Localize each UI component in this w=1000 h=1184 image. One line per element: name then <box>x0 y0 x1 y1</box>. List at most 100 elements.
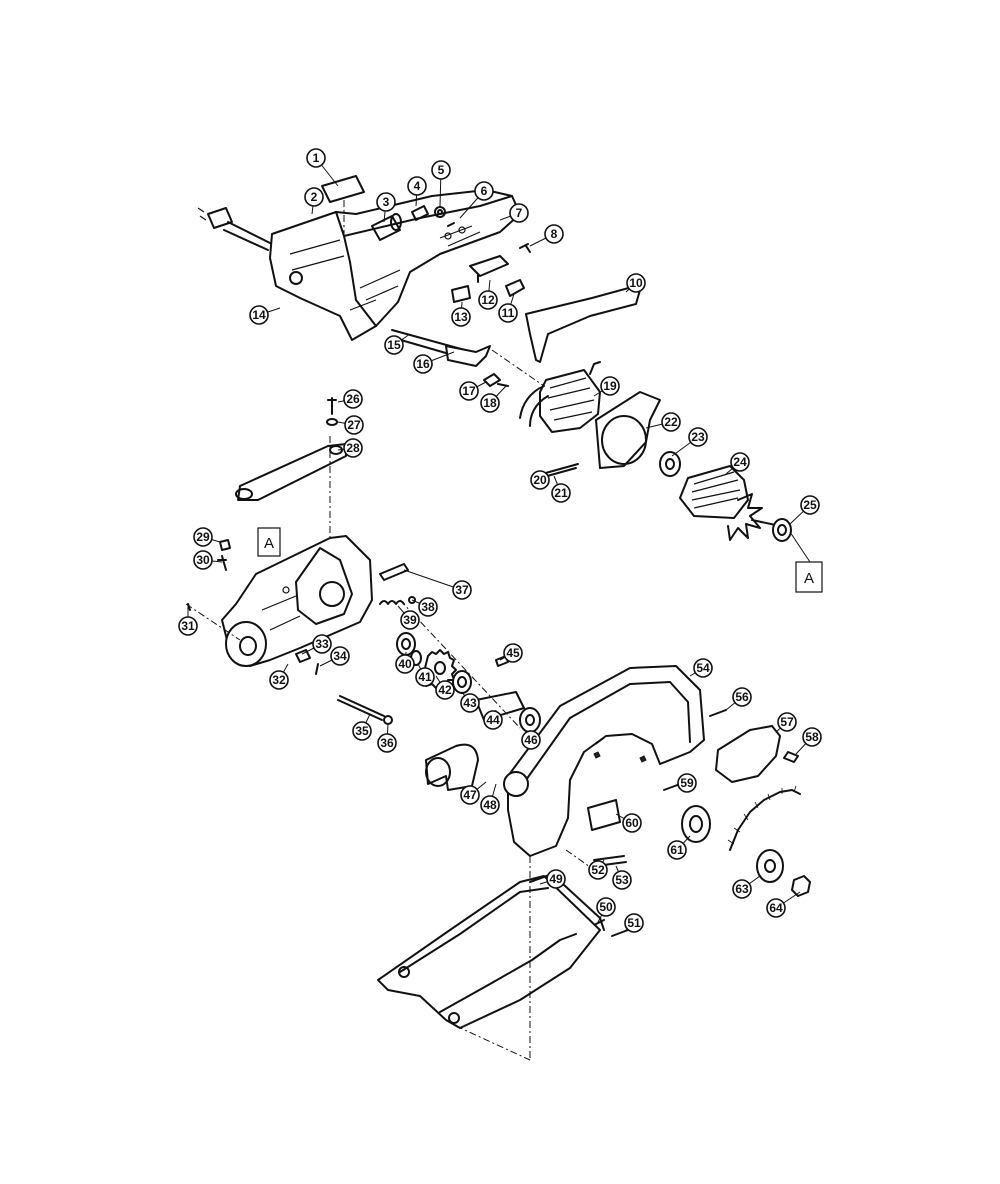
callout-number: 30 <box>196 553 210 567</box>
callout-circle <box>503 643 523 663</box>
callout-31: 31 <box>178 616 198 636</box>
callout-number: 18 <box>483 396 497 410</box>
callout-circle <box>344 415 364 435</box>
callout-21: 21 <box>551 483 571 503</box>
callout-number: 22 <box>664 415 678 429</box>
callout-58: 58 <box>802 727 822 747</box>
callout-4: 4 <box>407 176 427 196</box>
callout-number: 50 <box>599 900 613 914</box>
callout-circle <box>802 727 822 747</box>
callout-circle <box>304 187 324 207</box>
callout-37: 37 <box>452 580 472 600</box>
callout-circle <box>688 427 708 447</box>
callout-circle <box>544 224 564 244</box>
callout-number: 48 <box>483 798 497 812</box>
trigger-switch-parts <box>451 243 531 303</box>
callout-circle <box>178 616 198 636</box>
callout-22: 22 <box>661 412 681 432</box>
callout-number: 38 <box>421 600 435 614</box>
callout-circle <box>460 693 480 713</box>
callout-23: 23 <box>688 427 708 447</box>
callout-number: 39 <box>403 613 417 627</box>
callout-circle <box>435 680 455 700</box>
callout-12: 12 <box>478 290 498 310</box>
callout-circle <box>431 160 451 180</box>
callout-number: 52 <box>591 863 605 877</box>
gear-housing-arm <box>221 535 373 667</box>
saw-blade <box>727 785 801 851</box>
callout-circle <box>269 670 289 690</box>
callout-number: 33 <box>315 637 329 651</box>
fan-baffle <box>595 391 661 469</box>
callout-circle <box>460 785 480 805</box>
callout-number: 43 <box>463 696 477 710</box>
callout-35: 35 <box>352 721 372 741</box>
callout-circle <box>777 712 797 732</box>
callout-number: 3 <box>383 195 390 209</box>
callout-number: 42 <box>438 683 452 697</box>
callout-number: 60 <box>625 816 639 830</box>
callout-circle <box>415 667 435 687</box>
handle-grip <box>391 329 491 367</box>
callout-42: 42 <box>435 680 455 700</box>
handle-housing <box>269 189 521 341</box>
callout-circle <box>483 710 503 730</box>
callout-circle <box>478 290 498 310</box>
callout-47: 47 <box>460 785 480 805</box>
callout-circle <box>480 393 500 413</box>
callout-circle <box>521 730 541 750</box>
callout-48: 48 <box>480 795 500 815</box>
callout-circle <box>459 381 479 401</box>
callout-number: 34 <box>333 649 347 663</box>
callout-3: 3 <box>376 192 396 212</box>
callout-number: 19 <box>603 379 617 393</box>
callout-circle <box>588 860 608 880</box>
callout-number: 5 <box>438 163 445 177</box>
callout-number: 23 <box>691 430 705 444</box>
field-stator <box>519 361 601 433</box>
callout-41: 41 <box>415 667 435 687</box>
callout-6: 6 <box>474 181 494 201</box>
callout-number: 37 <box>455 583 469 597</box>
callout-56: 56 <box>732 687 752 707</box>
reference-marker-label: A <box>264 535 274 552</box>
callout-circle <box>400 610 420 630</box>
callout-number: 63 <box>735 882 749 896</box>
callout-60: 60 <box>622 813 642 833</box>
callout-circle <box>509 203 529 223</box>
callout-8: 8 <box>544 224 564 244</box>
callout-number: 41 <box>418 670 432 684</box>
callout-circle <box>732 879 752 899</box>
callout-18: 18 <box>480 393 500 413</box>
callout-15: 15 <box>384 335 404 355</box>
callout-circle <box>766 898 786 918</box>
callout-circle <box>693 658 713 678</box>
callout-61: 61 <box>667 840 687 860</box>
callout-36: 36 <box>377 733 397 753</box>
callout-25: 25 <box>800 495 820 515</box>
callout-32: 32 <box>269 670 289 690</box>
callout-51: 51 <box>624 913 644 933</box>
callout-number: 2 <box>311 190 318 204</box>
callout-number: 59 <box>680 776 694 790</box>
callout-30: 30 <box>193 550 213 570</box>
callout-circle <box>800 495 820 515</box>
top-cover <box>525 285 641 363</box>
callout-number: 35 <box>355 724 369 738</box>
callout-circle <box>474 181 494 201</box>
callout-49: 49 <box>546 869 566 889</box>
arm-hardware <box>187 539 393 725</box>
callout-number: 20 <box>533 473 547 487</box>
wing-bolt <box>783 751 799 763</box>
spindle-pins-springs <box>379 563 416 605</box>
callout-number: 1 <box>313 151 320 165</box>
callout-38: 38 <box>418 597 438 617</box>
callout-number: 53 <box>615 873 629 887</box>
dust-elbow <box>425 743 479 791</box>
callout-number: 6 <box>481 184 488 198</box>
callout-28: 28 <box>343 438 363 458</box>
callout-circle <box>413 354 433 374</box>
callout-number: 36 <box>380 736 394 750</box>
callout-number: 4 <box>414 179 421 193</box>
